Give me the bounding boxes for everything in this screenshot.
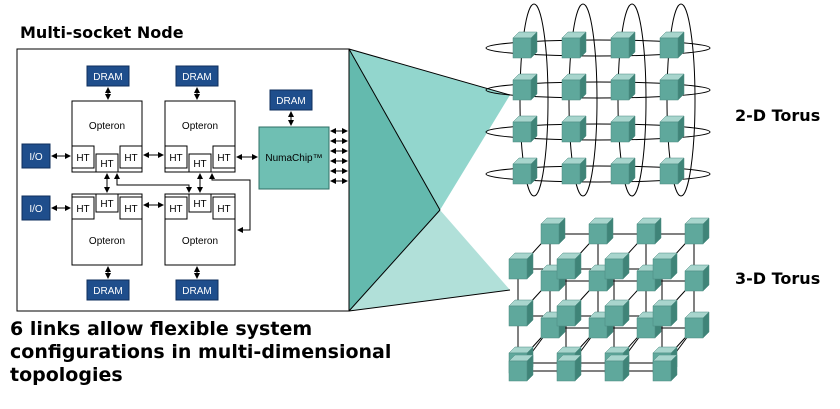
ht-label: HT bbox=[124, 153, 137, 164]
ht-label: HT bbox=[169, 153, 182, 164]
torus-2d bbox=[485, 3, 711, 197]
node-links bbox=[51, 87, 348, 279]
ht-label: HT bbox=[124, 204, 137, 215]
torus-3d-node bbox=[684, 264, 710, 292]
torus-3d-label: 3-D Torus bbox=[735, 269, 820, 288]
ht-label: HT bbox=[193, 199, 206, 210]
opteron-label: Opteron bbox=[89, 236, 125, 247]
torus-3d-node bbox=[636, 217, 662, 245]
torus-2d-node bbox=[561, 157, 587, 185]
torus-2d-node bbox=[561, 31, 587, 59]
torus-3d-node bbox=[508, 252, 534, 280]
dram-boxes: DRAM DRAM DRAM DRAM DRAM bbox=[86, 65, 313, 301]
torus-3d-node bbox=[556, 354, 582, 382]
projection-wedge bbox=[348, 48, 511, 312]
torus-3d-node bbox=[604, 354, 630, 382]
dram-box bbox=[86, 279, 130, 301]
io-label: I/O bbox=[29, 152, 43, 163]
torus-2d-node bbox=[610, 73, 636, 101]
torus-2d-node bbox=[610, 115, 636, 143]
caption-line-1: 6 links allow flexible system bbox=[10, 318, 313, 340]
torus-3d-node bbox=[556, 299, 582, 327]
node-title: Multi-socket Node bbox=[20, 23, 184, 42]
numachip-label: NumaChip™ bbox=[265, 153, 322, 164]
caption: 6 links allow flexible system configurat… bbox=[10, 318, 430, 387]
torus-3d-node bbox=[652, 354, 678, 382]
io-label: I/O bbox=[29, 204, 43, 215]
torus-2d-label: 2-D Torus bbox=[735, 106, 820, 125]
io-box bbox=[21, 195, 51, 221]
ht-label: HT bbox=[76, 153, 89, 164]
ht-label: HT bbox=[193, 159, 206, 170]
opteron-label: Opteron bbox=[182, 236, 218, 247]
torus-3d-node bbox=[684, 217, 710, 245]
caption-line-2: configurations in multi-dimensional bbox=[10, 341, 392, 363]
torus-2d-node bbox=[659, 157, 685, 185]
torus-3d-node bbox=[556, 252, 582, 280]
torus-3d bbox=[508, 217, 710, 382]
dram-label: DRAM bbox=[276, 96, 305, 107]
torus-2d-node bbox=[512, 157, 538, 185]
dram-box bbox=[175, 65, 219, 87]
ht-label: HT bbox=[76, 204, 89, 215]
ht-label: HT bbox=[217, 153, 230, 164]
opteron-top-right: Opteron HT HT HT bbox=[164, 100, 236, 173]
dram-label: DRAM bbox=[93, 286, 122, 297]
torus-2d-node bbox=[610, 157, 636, 185]
torus-3d-node bbox=[684, 311, 710, 339]
torus-2d-node bbox=[512, 73, 538, 101]
torus-2d-node bbox=[512, 31, 538, 59]
torus-3d-node bbox=[508, 299, 534, 327]
torus-3d-node bbox=[652, 299, 678, 327]
torus-2d-node bbox=[561, 73, 587, 101]
opteron-top-left: Opteron HT HT HT bbox=[71, 100, 143, 173]
dram-label: DRAM bbox=[182, 72, 211, 83]
torus-2d-node bbox=[512, 115, 538, 143]
io-box bbox=[21, 143, 51, 169]
ht-label: HT bbox=[169, 204, 182, 215]
opteron-bottom-right: Opteron HT HT HT bbox=[164, 193, 236, 266]
opteron-label: Opteron bbox=[89, 121, 125, 132]
torus-3d-node bbox=[508, 354, 534, 382]
opteron-bottom-left: Opteron HT HT HT bbox=[71, 193, 143, 266]
opteron-label: Opteron bbox=[182, 121, 218, 132]
torus-3d-node bbox=[540, 217, 566, 245]
ht-label: HT bbox=[217, 204, 230, 215]
torus-2d-node bbox=[659, 115, 685, 143]
torus-2d-node bbox=[659, 73, 685, 101]
dram-box bbox=[269, 89, 313, 111]
dram-label: DRAM bbox=[93, 72, 122, 83]
torus-3d-node bbox=[604, 299, 630, 327]
torus-3d-node bbox=[588, 217, 614, 245]
dram-label: DRAM bbox=[182, 286, 211, 297]
dram-box bbox=[86, 65, 130, 87]
ht-label: HT bbox=[100, 159, 113, 170]
torus-2d-node bbox=[610, 31, 636, 59]
torus-3d-node bbox=[604, 252, 630, 280]
ht-label: HT bbox=[100, 199, 113, 210]
caption-line-3: topologies bbox=[10, 364, 123, 386]
dram-box bbox=[175, 279, 219, 301]
torus-3d-node bbox=[652, 252, 678, 280]
numachip-box bbox=[258, 126, 330, 190]
torus-2d-node bbox=[659, 31, 685, 59]
torus-2d-node bbox=[561, 115, 587, 143]
